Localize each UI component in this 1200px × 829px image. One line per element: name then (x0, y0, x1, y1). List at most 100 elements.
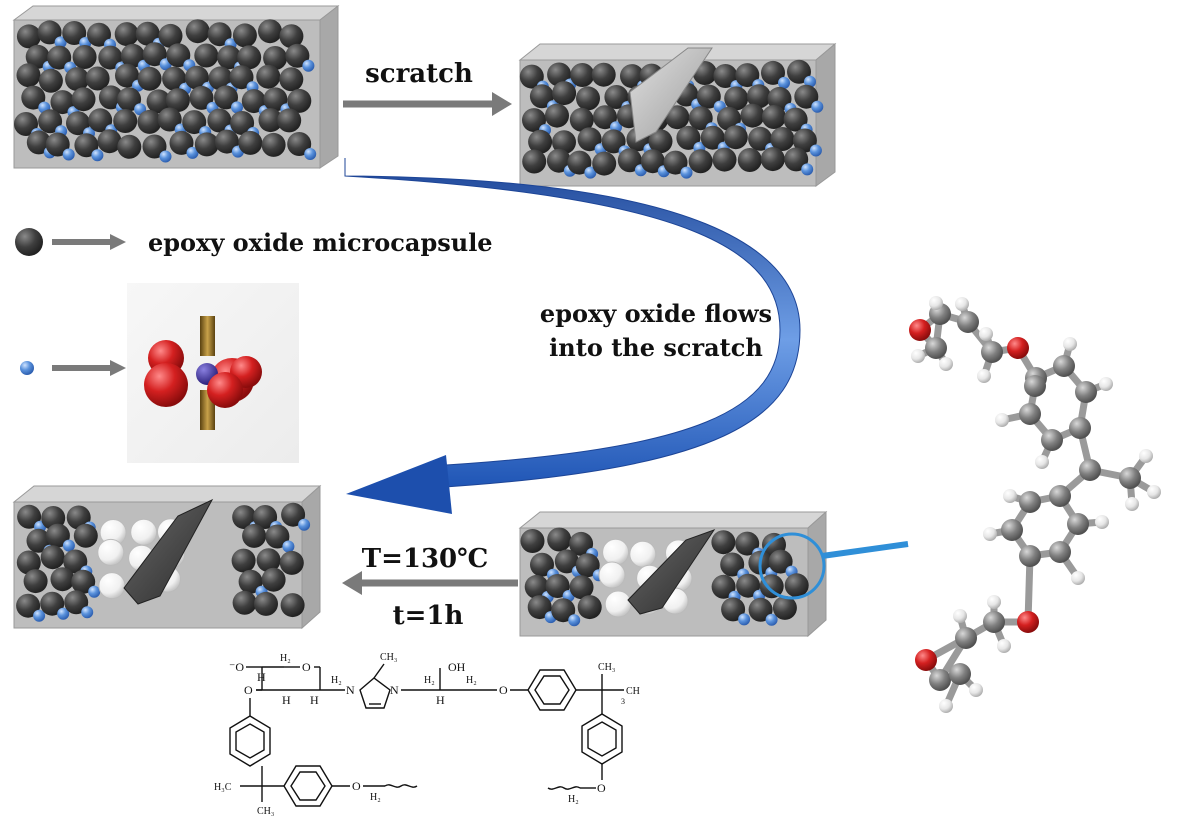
carbon-atom (1119, 467, 1141, 489)
microcapsule-sphere (529, 84, 554, 109)
microcapsule-sphere (214, 85, 238, 110)
microcapsule-sphere (72, 45, 97, 69)
microcapsule-sphere (71, 87, 96, 112)
microcapsule-sphere (287, 88, 312, 113)
microcapsule-sphere (263, 87, 288, 112)
microcapsule-sphere (62, 21, 87, 45)
microcapsule-sphere (717, 106, 741, 131)
microcapsule-sphere (748, 597, 773, 622)
hydrogen-atom (1035, 455, 1049, 469)
microcapsule-sphere (115, 63, 139, 88)
microcapsule-sphere (737, 148, 762, 172)
hydrogen-atom (1071, 571, 1085, 585)
microcapsule-sphere (547, 527, 572, 552)
molecule-bond (1024, 552, 1034, 626)
microcapsule-sphere (281, 502, 306, 527)
empty-capsule-sphere (98, 572, 126, 600)
microcapsule-sphere (137, 109, 162, 134)
h-text: H (310, 693, 319, 707)
microcapsule-sphere (604, 85, 629, 109)
hydrogen-atom (953, 609, 967, 623)
microcapsule-sphere (38, 109, 63, 134)
hydrogen-atom (911, 349, 925, 363)
microcapsule-sphere (45, 523, 70, 548)
carbon-atom (1067, 513, 1089, 535)
microcapsule-sphere (23, 569, 48, 594)
hydrogen-atom (997, 639, 1011, 653)
oxygen-atom (909, 319, 931, 341)
microcapsule-sphere (237, 45, 262, 70)
filling-crack (627, 529, 716, 615)
microcapsule-sphere (287, 132, 312, 156)
microcapsule-sphere (696, 84, 721, 109)
microcapsule-sphere (570, 63, 595, 87)
microcapsule-sphere (280, 593, 305, 618)
microcapsule-sphere (21, 85, 46, 110)
microcapsule-sphere (230, 111, 255, 135)
microcapsule-sphere (552, 81, 577, 106)
microcapsule-sphere (783, 107, 808, 132)
catalyst-dot (568, 614, 581, 627)
hydrogen-atom (939, 357, 953, 371)
microcapsule-sphere (47, 45, 72, 70)
h2-text: H₂ (370, 792, 381, 803)
o-text: O (352, 779, 361, 793)
microcapsule-sphere (528, 129, 553, 154)
hydrogen-atom (969, 683, 983, 697)
microcapsule-sphere (73, 523, 98, 548)
catalyst-dot (62, 539, 75, 552)
oxygen-atom (1007, 337, 1029, 359)
microcapsule-sphere (50, 567, 75, 592)
microcapsule-sphere (640, 149, 665, 174)
carbon-atom (949, 663, 971, 685)
catalyst-dot (584, 166, 597, 179)
microcapsule-sphere (265, 524, 290, 549)
carbon-atom (925, 337, 947, 359)
microcapsule-sphere (37, 20, 62, 45)
catalyst-dot (62, 148, 75, 161)
microcapsule-sphere (547, 62, 572, 87)
catalyst-dot (738, 613, 751, 626)
microcapsule-sphere (279, 550, 304, 575)
microcapsule-sphere (761, 60, 785, 85)
microcapsule-sphere (522, 108, 546, 133)
carbon-atom (929, 669, 951, 691)
microcapsule-sphere (569, 107, 594, 132)
microcapsule-sphere (71, 569, 96, 594)
microcapsule-sphere (261, 567, 286, 592)
hydrogen-atom (1063, 337, 1077, 351)
microcapsule-sphere (524, 574, 549, 599)
o-text: O (302, 660, 311, 674)
empty-capsule-sphere (602, 538, 630, 566)
catalyst-dot (88, 585, 101, 598)
microcapsule-sphere (169, 130, 194, 155)
catalyst-complex-model (127, 283, 299, 463)
microcapsule-sphere (66, 505, 91, 530)
microcapsule-sphere (114, 22, 139, 47)
zoom-connector (821, 541, 909, 559)
o-text: O (597, 781, 606, 795)
microcapsule-sphere (85, 66, 110, 91)
oxygen-atom (915, 649, 937, 671)
microcapsule-sphere (63, 549, 88, 574)
microcapsule-sphere (253, 505, 278, 529)
microcapsule-sphere (593, 105, 617, 130)
microcapsule-sphere (184, 65, 209, 90)
ch3-text: CH₃ (380, 652, 397, 663)
microcapsule-sphere (256, 64, 281, 89)
hydrogen-atom (987, 595, 1001, 609)
microcapsule-sphere (601, 129, 626, 154)
h-text: H (436, 693, 445, 707)
microcapsule-sphere (592, 151, 617, 176)
carbon-atom (1049, 485, 1071, 507)
ch3-text: CH₃ (257, 806, 274, 817)
microcapsule-sphere (748, 126, 773, 151)
microcapsule-sphere (519, 64, 544, 89)
carbon-atom (1019, 491, 1041, 513)
carbon-atom (983, 611, 1005, 633)
hydrogen-atom (979, 327, 993, 341)
microcapsule-sphere (784, 573, 809, 598)
epoxy-molecule-model (909, 296, 1161, 713)
microcapsule-sphere (189, 85, 214, 110)
